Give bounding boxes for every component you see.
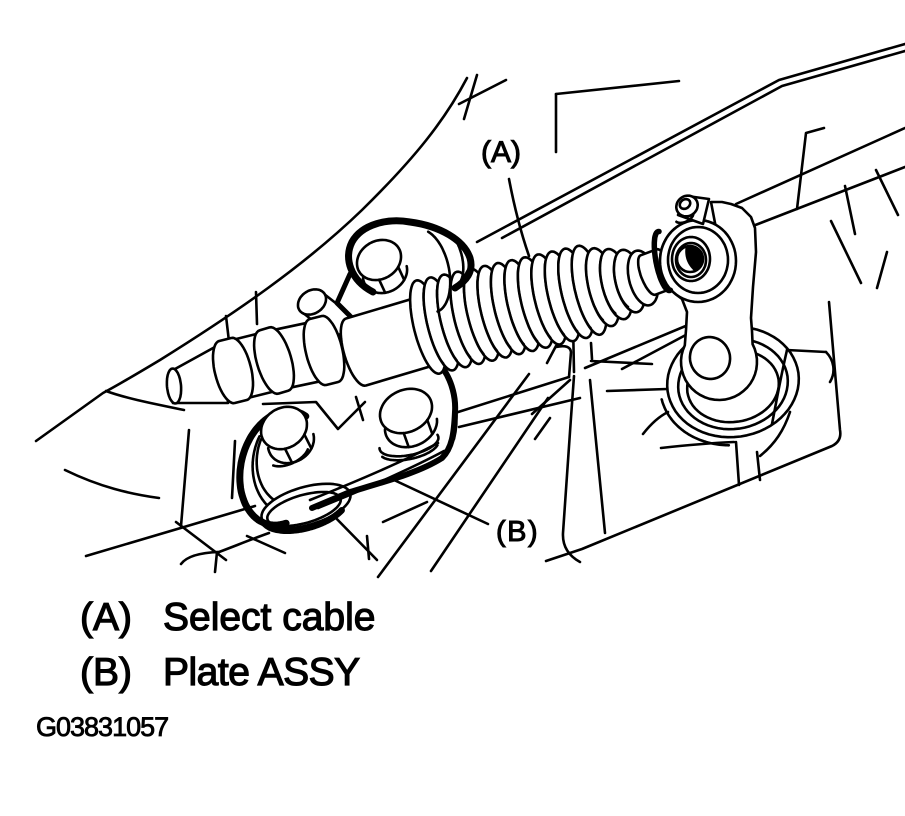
- svg-text:(B): (B): [496, 516, 539, 548]
- svg-text:G03831057: G03831057: [36, 712, 168, 742]
- svg-text:(B): (B): [80, 651, 132, 694]
- svg-text:(A): (A): [481, 136, 521, 169]
- svg-text:Plate ASSY: Plate ASSY: [163, 651, 360, 694]
- svg-text:Select cable: Select cable: [163, 596, 375, 639]
- svg-text:(A): (A): [80, 596, 132, 639]
